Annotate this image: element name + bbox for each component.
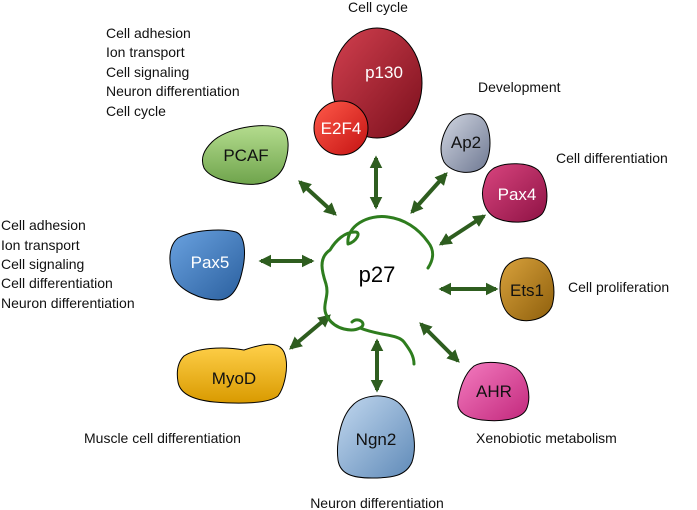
ahr-function-label: Xenobiotic metabolism (476, 430, 617, 446)
ap2-shape (440, 113, 491, 173)
p27-label: p27 (359, 262, 396, 287)
pax5-function-5: Neuron differentiation (1, 295, 135, 311)
pax5-shape (169, 229, 245, 301)
arrow-p27-ahr (419, 322, 460, 363)
pax5-function-1: Cell adhesion (1, 217, 86, 233)
p130-label: p130 (365, 63, 403, 82)
pcaf-shape (201, 125, 289, 185)
node-myod: MyoD (176, 343, 287, 404)
ets1-shape (499, 257, 555, 322)
e2f4-label: E2F4 (321, 119, 362, 138)
node-pax4: Pax4 (482, 163, 548, 223)
pcaf-function-4: Neuron differentiation (106, 83, 240, 99)
node-pcaf: PCAF (201, 125, 289, 185)
ap2-function-label: Development (478, 79, 561, 95)
ngn2-shape (337, 395, 415, 479)
ngn2-label: Ngn2 (356, 430, 397, 449)
pax4-function-label: Cell differentiation (556, 150, 668, 166)
pax5-label: Pax5 (191, 253, 230, 272)
ngn2-function-label: Neuron differentiation (310, 495, 444, 510)
interaction-arrows (258, 155, 499, 393)
p27-squiggle-shape (320, 215, 435, 366)
e2f4-shape (313, 100, 369, 156)
node-e2f4: E2F4 (313, 100, 369, 156)
ets1-function-label: Cell proliferation (568, 279, 669, 295)
pcaf-function-2: Ion transport (106, 44, 185, 60)
ahr-shape (457, 361, 530, 422)
node-ets1: Ets1 (499, 257, 555, 322)
arrow-p27-pcaf (298, 180, 337, 216)
pax5-function-4: Cell differentiation (1, 275, 113, 291)
arrow-p27-ap2 (410, 172, 448, 214)
node-pax5: Pax5 (169, 229, 245, 301)
pax5-function-3: Cell signaling (1, 256, 84, 272)
p27-protein: p27 (320, 215, 435, 366)
pcaf-function-5: Cell cycle (106, 103, 166, 119)
pax5-functions: Cell adhesion Ion transport Cell signali… (1, 217, 135, 311)
pax5-function-2: Ion transport (1, 237, 80, 253)
node-ahr: AHR (457, 361, 530, 422)
arrow-p27-myod (289, 314, 331, 350)
myod-function-label: Muscle cell differentiation (84, 430, 241, 446)
arrow-p27-pax4 (438, 214, 487, 246)
node-ngn2: Ngn2 (337, 395, 415, 479)
node-ap2: Ap2 (440, 113, 491, 173)
pcaf-label: PCAF (223, 146, 268, 165)
pcaf-function-3: Cell signaling (106, 64, 189, 80)
ap2-label: Ap2 (451, 133, 481, 152)
myod-label: MyoD (212, 369, 256, 388)
p130-function-label: Cell cycle (348, 0, 408, 15)
pcaf-functions: Cell adhesion Ion transport Cell signali… (106, 25, 240, 119)
pax4-shape (482, 163, 548, 223)
ets1-label: Ets1 (510, 281, 544, 300)
pcaf-function-1: Cell adhesion (106, 25, 191, 41)
ahr-label: AHR (476, 382, 512, 401)
myod-shape (176, 343, 287, 404)
pax4-label: Pax4 (498, 185, 537, 204)
